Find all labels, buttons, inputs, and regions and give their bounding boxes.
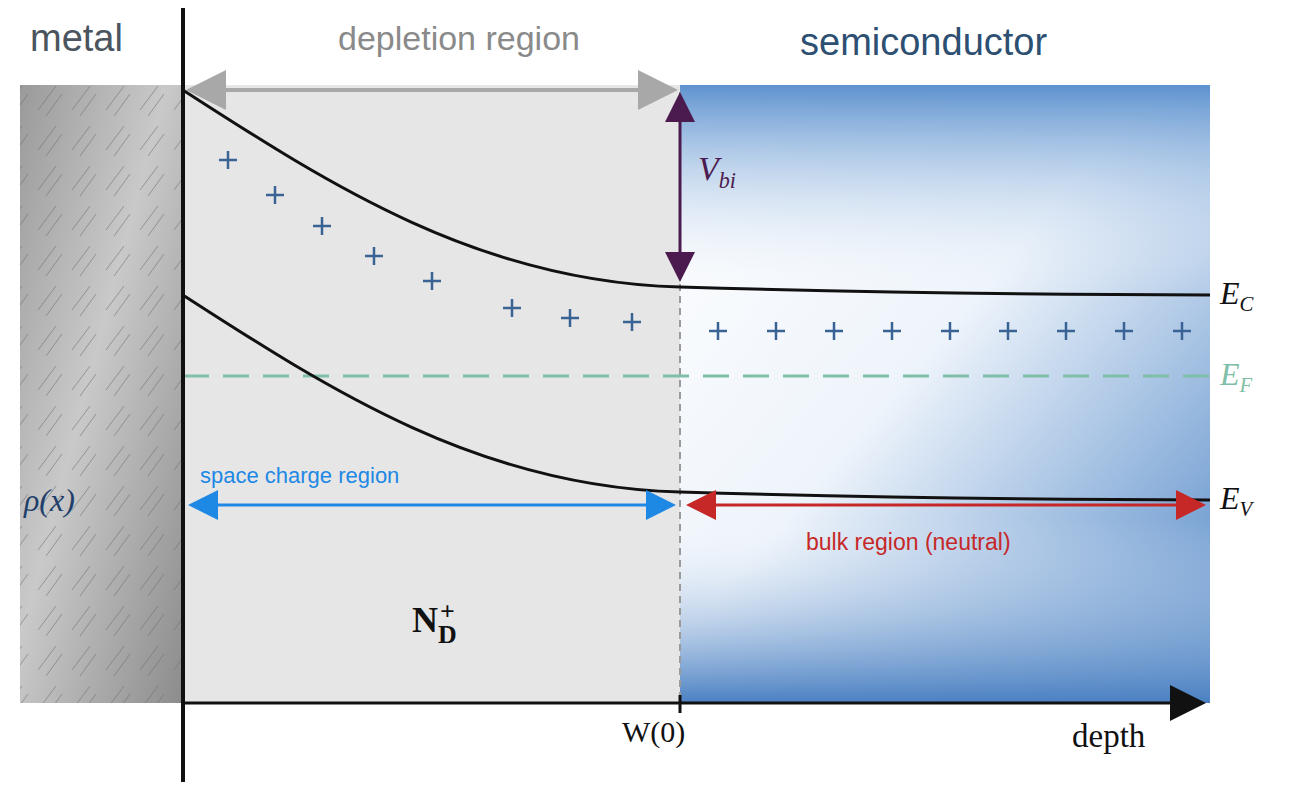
fermi-level-label: EF [1220, 357, 1252, 397]
positive-charge [1115, 322, 1133, 340]
depletion-region: N+D [183, 85, 680, 703]
valence-band-label: EV [1220, 481, 1252, 521]
positive-charge [219, 151, 237, 169]
metal-label: metal [30, 18, 123, 60]
built-in-voltage: Vbi [698, 150, 736, 193]
bulk-region-label: bulk region (neutral) [806, 530, 1011, 555]
positive-charge [767, 322, 785, 340]
charge-density-label: ρ(x) [24, 483, 75, 518]
metal-region: metalρ(x) [20, 85, 183, 703]
positive-charge [883, 322, 901, 340]
positive-charge [423, 272, 441, 290]
positive-charge [313, 217, 331, 235]
positive-charge [1057, 322, 1075, 340]
space-charge-label: space charge region [200, 464, 399, 488]
positive-charge [999, 322, 1017, 340]
conduction-band-label: EC [1220, 276, 1253, 316]
positive-charge [503, 299, 521, 317]
donor-label: N+D [412, 600, 457, 647]
positive-charge [561, 309, 579, 327]
positive-charge [941, 322, 959, 340]
positive-charge [825, 322, 843, 340]
bulk-semiconductor: semiconductor [680, 85, 1210, 703]
depletion-region-label: depletion region [338, 20, 580, 57]
positive-charge [709, 322, 727, 340]
depletion-width-label: W(0) [622, 715, 685, 748]
semiconductor-label: semiconductor [800, 22, 1047, 64]
positive-charge [1173, 322, 1191, 340]
positive-charge [623, 313, 641, 331]
depth-axis-label: depth [1072, 718, 1145, 754]
positive-charge [365, 247, 383, 265]
positive-charge [266, 186, 284, 204]
